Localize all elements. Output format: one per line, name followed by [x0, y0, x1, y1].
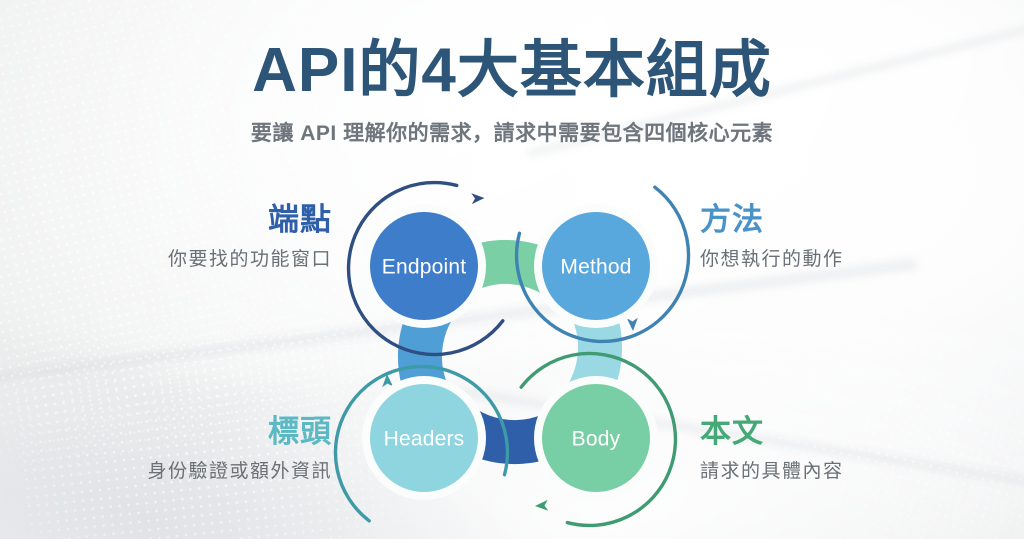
- caption-headers: 標頭 身份驗證或額外資訊: [147, 414, 332, 483]
- page-title: API的4大基本組成: [252, 36, 772, 105]
- caption-endpoint: 端點 你要找的功能窗口: [167, 202, 332, 271]
- node-body[interactable]: Body: [542, 384, 650, 492]
- api-cycle-diagram: Endpoint Method Headers Body: [333, 176, 691, 528]
- node-headers-label: Headers: [384, 428, 465, 451]
- node-body-label: Body: [572, 428, 621, 451]
- node-endpoint[interactable]: Endpoint: [370, 212, 478, 320]
- caption-method-title: 方法: [700, 202, 764, 237]
- node-method[interactable]: Method: [542, 212, 650, 320]
- node-method-label: Method: [560, 256, 631, 279]
- caption-headers-desc: 身份驗證或額外資訊: [147, 461, 332, 483]
- caption-endpoint-desc: 你要找的功能窗口: [167, 249, 332, 271]
- caption-headers-title: 標頭: [268, 414, 332, 449]
- caption-method-desc: 你想執行的動作: [700, 249, 844, 271]
- caption-body-title: 本文: [700, 414, 764, 449]
- caption-endpoint-title: 端點: [268, 202, 332, 237]
- header-block: API的4大基本組成 要讓 API 理解你的需求，請求中需要包含四個核心元素: [0, 38, 1024, 147]
- caption-body: 本文 請求的具體內容: [700, 414, 844, 483]
- node-headers[interactable]: Headers: [370, 384, 478, 492]
- caption-method: 方法 你想執行的動作: [700, 202, 844, 271]
- caption-body-desc: 請求的具體內容: [700, 461, 844, 483]
- node-endpoint-label: Endpoint: [382, 256, 467, 279]
- page-subtitle: 要讓 API 理解你的需求，請求中需要包含四個核心元素: [250, 122, 774, 146]
